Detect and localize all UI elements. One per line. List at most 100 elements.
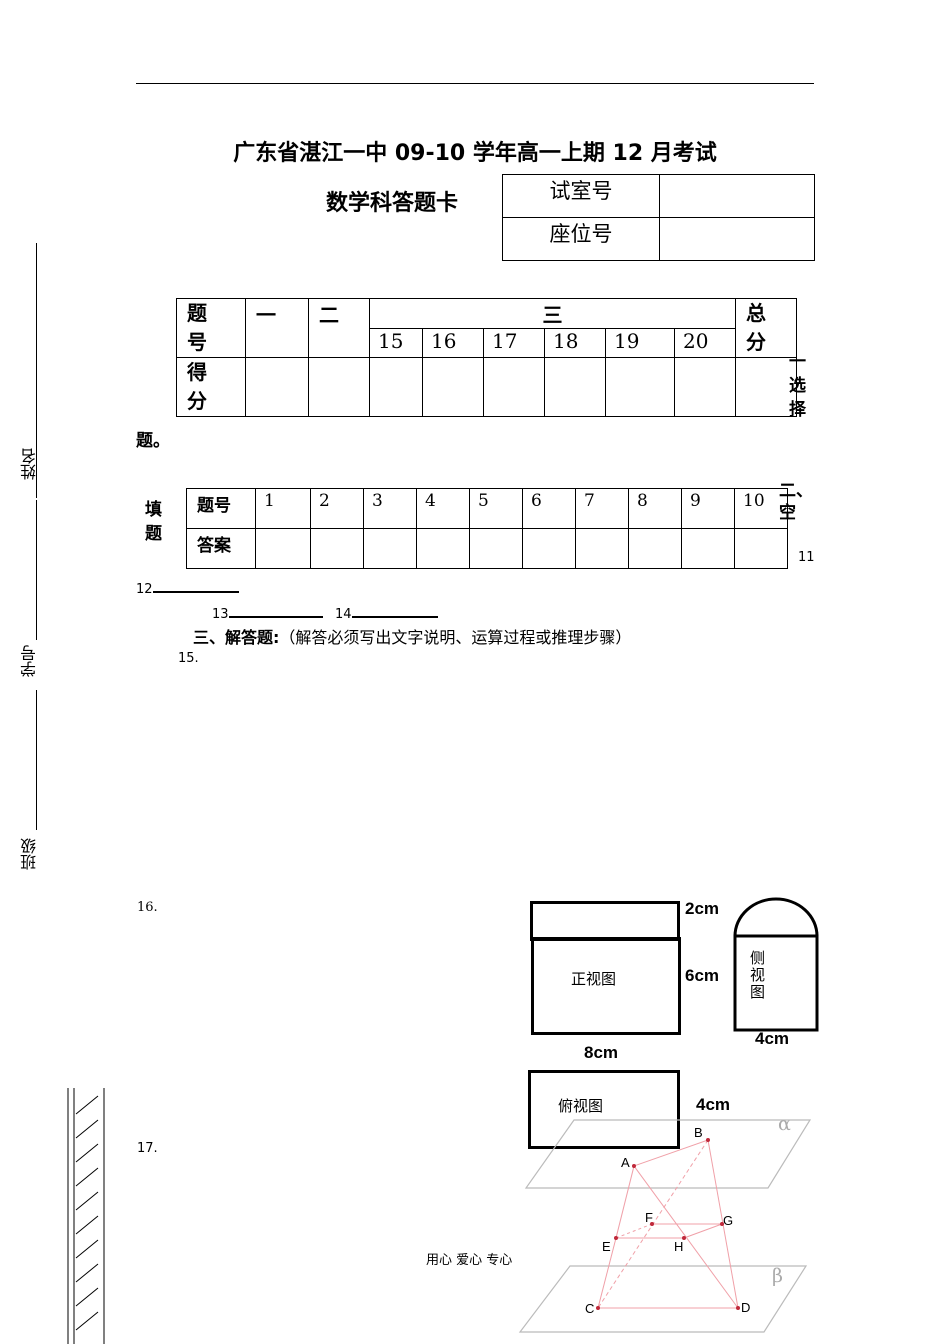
point-h xyxy=(682,1236,686,1240)
figure-lines xyxy=(597,1139,739,1309)
fill-blank-table: 题号 1 2 3 4 5 6 7 8 9 10 答案 xyxy=(186,488,788,569)
fill-number: 2 xyxy=(319,491,330,511)
score-table: 题号 一 二 三 总分 15 16 17 18 19 20 得分 xyxy=(176,298,797,417)
question-16-label: 16. xyxy=(137,900,158,915)
fill-number: 9 xyxy=(690,491,701,511)
col-15: 15 xyxy=(378,329,404,353)
plane-alpha xyxy=(524,1119,812,1189)
score-cell-20[interactable] xyxy=(674,357,736,417)
seat-input[interactable] xyxy=(659,217,815,261)
blank-12: 12 xyxy=(136,575,239,597)
answer-cell-9[interactable] xyxy=(681,528,735,569)
answer-cell-3[interactable] xyxy=(363,528,417,569)
exam-title: 广东省湛江一中 09-10 学年高一上期 12 月考试 xyxy=(233,141,717,166)
answer-sheet-title: 数学科答题卡 xyxy=(326,191,459,216)
col-16: 16 xyxy=(431,329,457,353)
front-height-dim: 6cm xyxy=(685,966,720,985)
margin-line-low xyxy=(36,690,37,830)
fill-number: 10 xyxy=(743,491,765,511)
student-id-label: 学号 xyxy=(20,645,39,677)
blank-12-label: 12 xyxy=(136,582,153,597)
alpha-label: α xyxy=(778,1113,791,1135)
col-19: 19 xyxy=(614,329,640,353)
fill-number: 6 xyxy=(531,491,542,511)
blank-14-line[interactable] xyxy=(351,600,438,618)
answer-cell-7[interactable] xyxy=(575,528,629,569)
score-cell-one[interactable] xyxy=(245,357,309,417)
col-three: 三 xyxy=(542,303,563,327)
fill-answer-label: 答案 xyxy=(197,536,231,556)
label-f: F xyxy=(645,1210,653,1225)
room-seat-table: 试室号 座位号 xyxy=(502,174,815,261)
margin-line-mid xyxy=(36,500,37,640)
fill-number: 3 xyxy=(372,491,383,511)
blank-14: 14 xyxy=(335,600,438,622)
front-view-label: 正视图 xyxy=(571,970,617,988)
answer-cell-1[interactable] xyxy=(255,528,311,569)
total-label: 总分 xyxy=(746,301,766,354)
footer-motto: 用心 爱心 专心 xyxy=(426,1253,513,1268)
side-width-dim: 4cm xyxy=(755,1029,790,1048)
label-h: H xyxy=(674,1239,683,1254)
label-a: A xyxy=(621,1155,630,1170)
section3-title: 三、解答题: xyxy=(193,628,280,647)
score-cell-two[interactable] xyxy=(308,357,370,417)
top-view-label: 俯视图 xyxy=(558,1097,604,1115)
section1-tail-text: 题。 xyxy=(136,431,170,451)
side-view-shape xyxy=(733,897,819,1032)
room-input[interactable] xyxy=(659,174,815,218)
seat-label: 座位号 xyxy=(549,222,613,246)
score-cell-19[interactable] xyxy=(605,357,675,417)
answer-cell-8[interactable] xyxy=(628,528,682,569)
fill-number: 7 xyxy=(584,491,595,511)
section3-note: （解答必须写出文字说明、运算过程或推理步骤） xyxy=(279,628,632,647)
score-cell-17[interactable] xyxy=(483,357,545,417)
blank-11-label: 11 xyxy=(798,550,815,565)
figure17-diagram: A B C D E F G H α β xyxy=(518,1113,812,1333)
label-b: B xyxy=(694,1125,703,1140)
score-cell-18[interactable] xyxy=(544,357,606,417)
front-width-dim: 8cm xyxy=(584,1043,619,1062)
answer-cell-10[interactable] xyxy=(734,528,788,569)
beta-label: β xyxy=(772,1265,783,1287)
fill-number: 5 xyxy=(478,491,489,511)
point-c xyxy=(596,1306,600,1310)
fill-number: 1 xyxy=(264,491,275,511)
fill-number: 4 xyxy=(425,491,436,511)
col-two: 二 xyxy=(319,303,339,327)
score-cell-16[interactable] xyxy=(422,357,484,417)
score-cell-15[interactable] xyxy=(369,357,423,417)
label-g: G xyxy=(723,1213,733,1228)
answer-cell-4[interactable] xyxy=(416,528,470,569)
point-d xyxy=(736,1306,740,1310)
plane-beta xyxy=(518,1265,808,1333)
section3-heading: 三、解答题:（解答必须写出文字说明、运算过程或推理步骤） xyxy=(193,624,631,648)
point-g xyxy=(720,1222,724,1226)
top-view-rect xyxy=(528,1070,680,1149)
margin-line-top xyxy=(36,243,37,498)
top-height-dim: 2cm xyxy=(685,899,720,918)
col-one: 一 xyxy=(256,303,276,327)
fill-number: 8 xyxy=(637,491,648,511)
name-label: 姓名 xyxy=(20,448,39,480)
side-view-label: 侧视图 xyxy=(750,949,766,1001)
blank-13-line[interactable] xyxy=(228,600,323,618)
col-17: 17 xyxy=(492,329,518,353)
answer-cell-6[interactable] xyxy=(522,528,576,569)
blank-12-line[interactable] xyxy=(152,575,239,593)
question-number-label: 题号 xyxy=(187,301,207,354)
label-c: C xyxy=(585,1301,594,1316)
score-cell-total[interactable] xyxy=(735,357,797,417)
point-e xyxy=(614,1236,618,1240)
question-17-label: 17. xyxy=(137,1141,158,1156)
answer-cell-5[interactable] xyxy=(469,528,523,569)
point-a xyxy=(632,1164,636,1168)
score-label: 得分 xyxy=(187,360,207,413)
front-view-top-rect xyxy=(530,901,680,941)
label-e: E xyxy=(602,1239,611,1254)
answer-cell-2[interactable] xyxy=(310,528,364,569)
blank-13: 13 xyxy=(212,600,323,622)
label-d: D xyxy=(741,1300,750,1315)
fill-header-label: 题号 xyxy=(197,496,231,516)
point-b xyxy=(706,1138,710,1142)
